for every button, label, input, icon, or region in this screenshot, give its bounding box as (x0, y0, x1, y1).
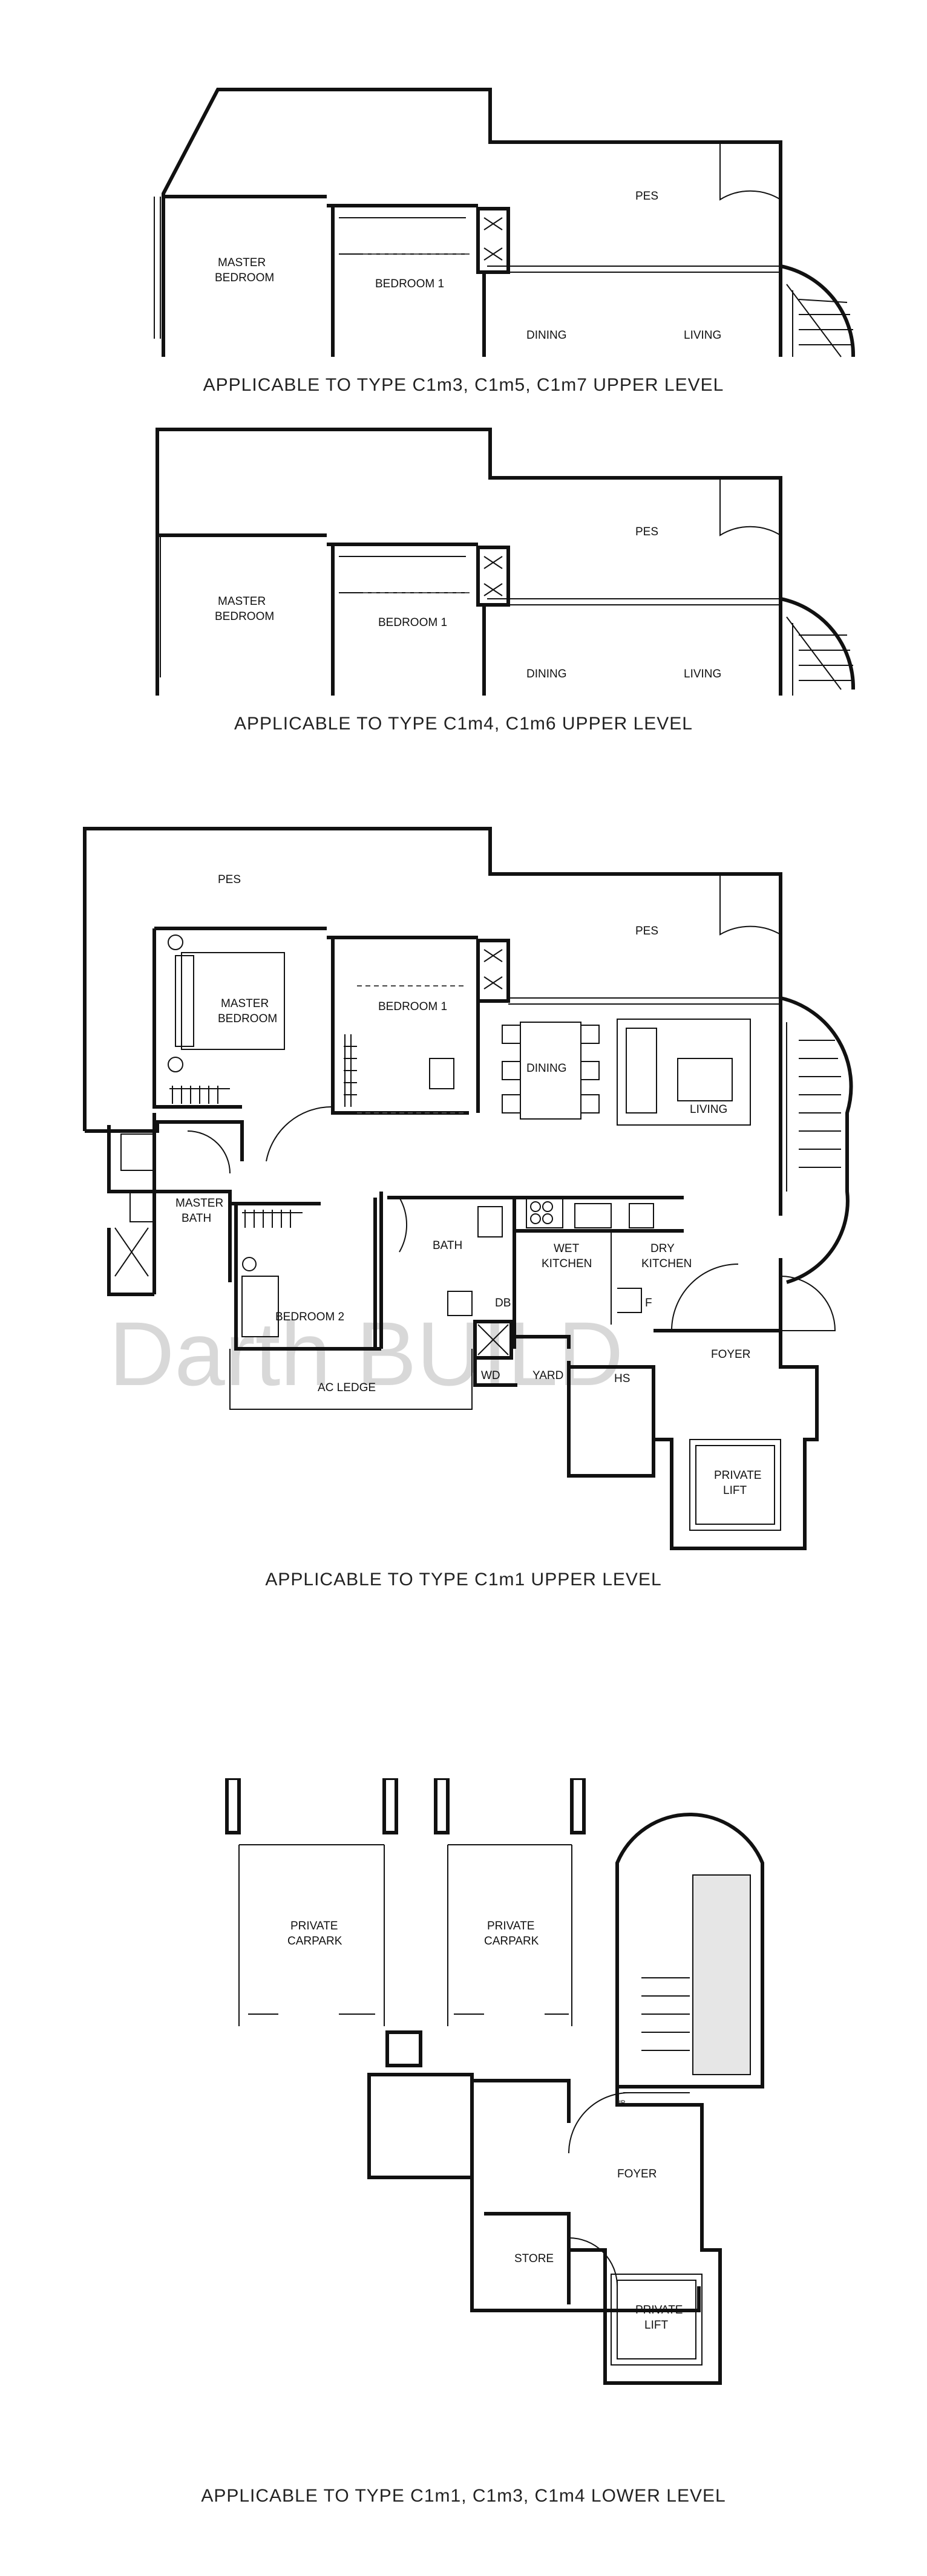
room-label-master-bath-line1: MASTER (175, 1197, 223, 1210)
room-label-wet-kitchen-line2: KITCHEN (542, 1257, 592, 1270)
floor-plan-c1m4-c1m6-upper: PES MASTER BEDROOM BEDROOM 1 DINING LIVI… (0, 423, 927, 786)
room-label-pes: PES (635, 526, 658, 538)
room-label-private-lift-line2: LIFT (644, 2319, 668, 2332)
room-label-carpark-right-line2: CARPARK (484, 1935, 539, 1948)
floor-plan-lower-level: PRIVATE CARPARK PRIVATE CARPARK UP FOYER… (0, 1778, 927, 2565)
room-label-carpark-left-line2: CARPARK (287, 1935, 342, 1948)
watermark: Darth BUILD (109, 1303, 623, 1404)
room-label-bedroom-1: BEDROOM 1 (378, 1000, 447, 1013)
room-label-dining: DINING (526, 668, 567, 680)
room-label-bedroom-1: BEDROOM 1 (375, 278, 444, 290)
room-label-wd: WD (481, 1369, 500, 1382)
room-label-bedroom-2: BEDROOM 2 (275, 1311, 344, 1323)
floor-plan-drawing: Darth BUILD (83, 827, 853, 1550)
room-label-living: LIVING (690, 1103, 727, 1116)
room-label-master-bedroom-line2: BEDROOM (218, 1012, 277, 1025)
room-label-dining: DINING (526, 1062, 567, 1075)
floor-plan-drawing: PES MASTER BEDROOM BEDROOM 1 DINING LIVI… (156, 428, 856, 696)
floor-plan-drawing: PRIVATE CARPARK PRIVATE CARPARK UP FOYER… (225, 1778, 764, 2385)
room-label-bedroom-1: BEDROOM 1 (378, 616, 447, 629)
room-label-dry-kitchen-line2: KITCHEN (641, 1257, 692, 1270)
room-label-pes: PES (635, 190, 658, 203)
room-label-master-bath-line2: BATH (182, 1212, 211, 1225)
room-label-pes-left: PES (218, 873, 241, 886)
room-label-private-lift-line2: LIFT (723, 1484, 747, 1497)
plan-caption: APPLICABLE TO TYPE C1m1, C1m3, C1m4 LOWE… (201, 2486, 726, 2506)
room-label-living: LIVING (684, 668, 721, 680)
room-label-pes-right: PES (635, 925, 658, 937)
room-label-f: F (645, 1297, 652, 1309)
room-label-foyer: FOYER (617, 2168, 657, 2180)
floor-plan-c1m3-c1m5-c1m7-upper: PES MASTER BEDROOM BEDROOM 1 DINING LIVI… (0, 0, 927, 423)
floor-plan-c1m1-upper: Darth BUILD (0, 804, 927, 1621)
room-label-bath: BATH (433, 1239, 462, 1252)
plan-caption: APPLICABLE TO TYPE C1m1 UPPER LEVEL (265, 1570, 662, 1590)
room-label-yard: YARD (532, 1369, 563, 1382)
room-label-ac-ledge: AC LEDGE (318, 1381, 376, 1394)
plan-caption: APPLICABLE TO TYPE C1m4, C1m6 UPPER LEVE… (234, 714, 693, 734)
floor-plan-drawing: PES MASTER BEDROOM BEDROOM 1 DINING LIVI… (154, 88, 856, 357)
room-label-master-bedroom-line1: MASTER (221, 997, 269, 1010)
room-label-master-bedroom-line1: MASTER (218, 256, 266, 269)
room-label-up: UP (616, 2099, 625, 2107)
room-label-wet-kitchen-line1: WET (554, 1242, 580, 1255)
room-label-private-lift-line1: PRIVATE (635, 2304, 683, 2317)
room-label-store: STORE (514, 2252, 554, 2265)
room-label-private-lift-line1: PRIVATE (714, 1469, 761, 1482)
room-label-foyer: FOYER (711, 1348, 750, 1361)
room-label-carpark-right-line1: PRIVATE (487, 1920, 534, 1932)
room-label-living: LIVING (684, 329, 721, 342)
room-label-carpark-left-line1: PRIVATE (290, 1920, 338, 1932)
room-label-dry-kitchen-line1: DRY (650, 1242, 675, 1255)
room-label-db: DB (495, 1297, 511, 1309)
room-label-master-bedroom-line1: MASTER (218, 595, 266, 608)
room-label-master-bedroom-line2: BEDROOM (215, 272, 274, 284)
plan-caption: APPLICABLE TO TYPE C1m3, C1m5, C1m7 UPPE… (203, 375, 724, 395)
room-label-master-bedroom-line2: BEDROOM (215, 610, 274, 623)
room-label-hs: HS (614, 1372, 630, 1385)
room-label-dining: DINING (526, 329, 567, 342)
